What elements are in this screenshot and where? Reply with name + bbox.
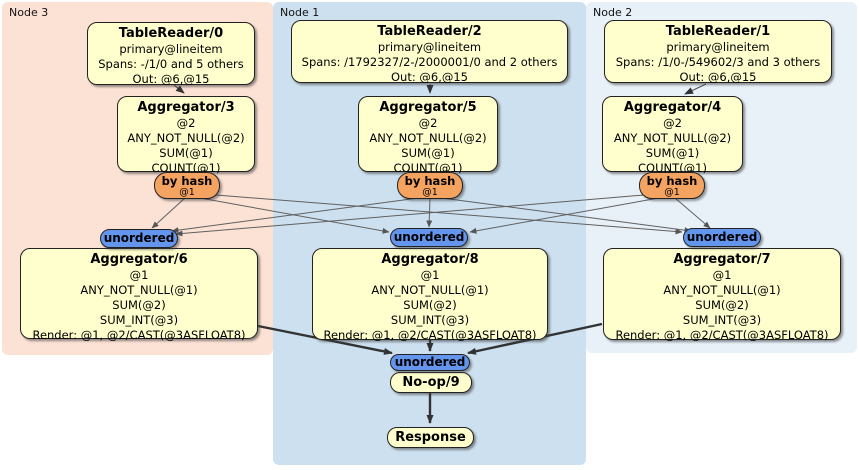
processor-detail: @2 [418, 116, 438, 130]
processor-title: TableReader/1 [665, 24, 771, 39]
processor-detail: Out: @6,@15 [391, 70, 468, 84]
processor-aggregator-6: Aggregator/6 @1 ANY_NOT_NULL(@1) SUM(@2)… [20, 248, 258, 342]
router-by-hash-4: by hash @1 [639, 172, 705, 199]
processor-tablereader-2: TableReader/2 primary@lineitem Spans: /1… [291, 20, 568, 84]
processor-detail: Spans: /1792327/2-/2000001/0 and 2 other… [301, 55, 558, 69]
processor-detail: SUM(@1) [159, 146, 213, 160]
hash-router-edges [151, 192, 711, 237]
region-label-node-1: Node 1 [280, 6, 320, 19]
router-label: by hash [646, 174, 698, 188]
synchronizer-unordered-8: unordered [390, 228, 468, 247]
processor-detail: COUNT(@1) [393, 161, 463, 175]
processor-detail: Out: @6,@15 [679, 70, 757, 84]
processor-detail: ANY_NOT_NULL(@1) [663, 283, 781, 297]
processor-aggregator-8: Aggregator/8 @1 ANY_NOT_NULL(@1) SUM(@2)… [312, 248, 548, 342]
synchronizer-unordered-6: unordered [100, 229, 178, 248]
processor-detail: SUM(@2) [403, 298, 457, 312]
processor-aggregator-5: Aggregator/5 @2 ANY_NOT_NULL(@2) SUM(@1)… [358, 96, 498, 175]
processor-title: Aggregator/4 [623, 100, 722, 115]
processor-detail: Spans: -/1/0 and 5 others [98, 57, 244, 71]
processor-title: Response [395, 430, 466, 445]
router-column: @1 [664, 187, 680, 198]
processor-detail: Spans: /1/0-/549602/3 and 3 others [615, 55, 821, 69]
processor-tablereader-1: TableReader/1 primary@lineitem Spans: /1… [604, 20, 832, 84]
processor-detail: ANY_NOT_NULL(@1) [80, 283, 198, 297]
processor-detail: @1 [129, 268, 149, 282]
processor-aggregator-7: Aggregator/7 @1 ANY_NOT_NULL(@1) SUM(@2)… [603, 248, 841, 342]
processor-title: Aggregator/5 [379, 100, 477, 115]
processor-detail: Render: @1, @2/CAST(@3ASFLOAT8) [32, 328, 246, 342]
feed-edges [173, 83, 707, 95]
processor-detail: COUNT(@1) [638, 161, 707, 175]
router-label: by hash [404, 174, 456, 188]
processor-detail: @1 [712, 268, 732, 282]
processor-title: No-op/9 [402, 375, 460, 390]
processor-title: Aggregator/3 [137, 100, 235, 115]
processor-detail: ANY_NOT_NULL(@1) [371, 283, 489, 297]
processor-detail: SUM(@1) [401, 146, 455, 160]
processor-detail: primary@lineitem [377, 40, 482, 54]
processor-title: TableReader/0 [118, 26, 224, 41]
processor-noop-9: No-op/9 [390, 372, 472, 393]
processor-title: Aggregator/7 [673, 252, 771, 267]
router-column: @1 [179, 187, 195, 198]
processor-detail: SUM_INT(@3) [99, 313, 179, 327]
synchronizer-unordered-7: unordered [683, 228, 761, 247]
processor-detail: primary@lineitem [119, 42, 223, 56]
processor-detail: Render: @1, @2/CAST(@3ASFLOAT8) [323, 328, 537, 342]
processor-title: Aggregator/6 [90, 252, 188, 267]
processor-detail: SUM(@1) [645, 146, 700, 160]
processor-detail: Render: @1, @2/CAST(@3ASFLOAT8) [615, 328, 829, 342]
processor-detail: SUM_INT(@3) [682, 313, 762, 327]
region-label-node-3: Node 3 [9, 6, 49, 19]
router-column: @1 [422, 187, 438, 198]
router-by-hash-5: by hash @1 [397, 172, 463, 199]
router-by-hash-3: by hash @1 [154, 172, 220, 199]
processor-aggregator-3: Aggregator/3 @2 ANY_NOT_NULL(@2) SUM(@1)… [117, 96, 255, 175]
processor-detail: primary@lineitem [666, 40, 770, 54]
processor-detail: SUM(@2) [695, 298, 749, 312]
processor-detail: ANY_NOT_NULL(@2) [369, 131, 487, 145]
processor-detail: @1 [420, 268, 440, 282]
processor-detail: ANY_NOT_NULL(@2) [127, 131, 245, 145]
processor-detail: SUM_INT(@3) [390, 313, 470, 327]
processor-detail: SUM(@2) [112, 298, 166, 312]
processor-title: TableReader/2 [377, 24, 482, 39]
processor-detail: @2 [176, 116, 196, 130]
processor-detail: ANY_NOT_NULL(@2) [613, 131, 732, 145]
processor-title: Aggregator/8 [381, 252, 479, 267]
router-label: by hash [161, 174, 213, 188]
processor-tablereader-0: TableReader/0 primary@lineitem Spans: -/… [87, 22, 255, 86]
processor-aggregator-4: Aggregator/4 @2 ANY_NOT_NULL(@2) SUM(@1)… [602, 96, 743, 175]
processor-detail: COUNT(@1) [151, 161, 221, 175]
response-node: Response [387, 427, 474, 448]
synchronizer-unordered-9: unordered [390, 354, 470, 371]
region-label-node-2: Node 2 [593, 6, 633, 19]
processor-detail: @2 [663, 116, 682, 130]
processor-detail: Out: @6,@15 [132, 72, 210, 86]
